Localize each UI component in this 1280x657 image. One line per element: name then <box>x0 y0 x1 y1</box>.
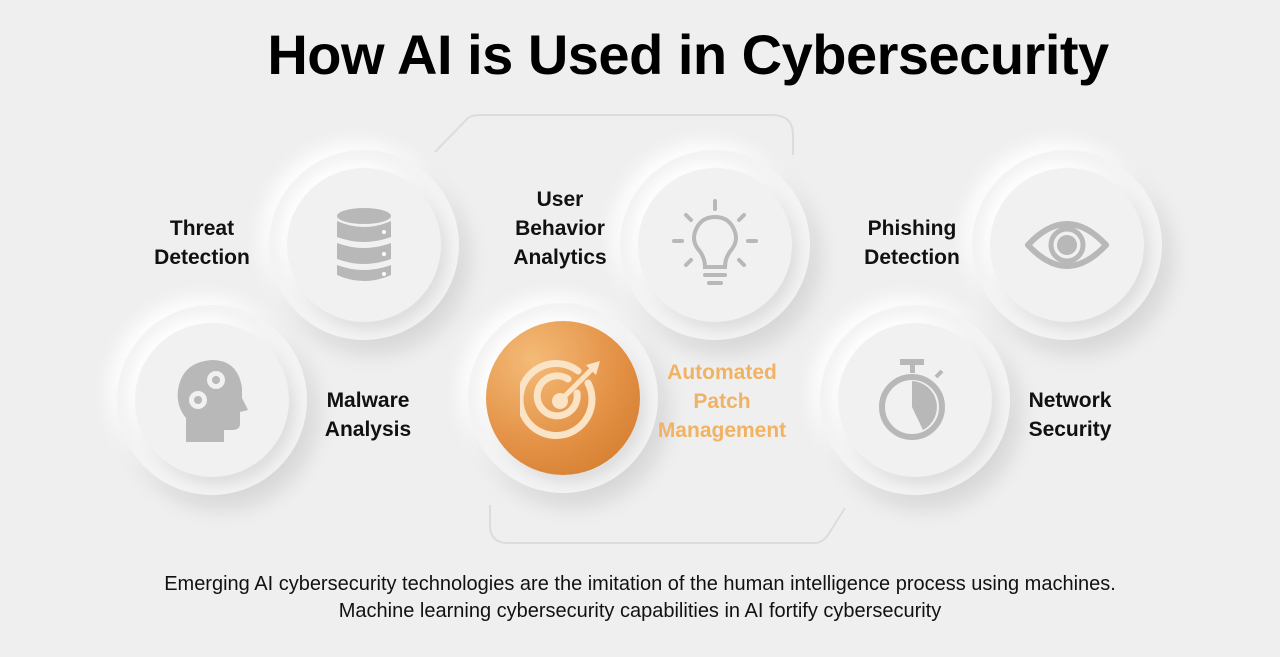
label-line: Analytics <box>513 246 607 269</box>
label-malware-analysis: Malware Analysis <box>278 386 458 444</box>
label-phishing-detection: Phishing Detection <box>822 214 1002 272</box>
label-line: Network <box>1028 389 1112 412</box>
label-threat-detection: Threat Detection <box>112 214 292 272</box>
page-title: How AI is Used in Cybersecurity <box>267 23 1109 86</box>
label-line: Security <box>1028 418 1112 441</box>
caption: Emerging AI cybersecurity technologies a… <box>0 571 1280 625</box>
head-gears-icon <box>177 360 248 442</box>
caption-line: Emerging AI cybersecurity technologies a… <box>164 573 1116 595</box>
node-automated-patch-management <box>468 303 658 493</box>
label-line: Threat <box>169 217 235 240</box>
label-automated-patch-management: Automated Patch Management <box>632 358 812 445</box>
label-line: User <box>536 188 584 211</box>
lightbulb-icon <box>672 199 758 285</box>
label-line: Management <box>657 419 787 442</box>
target-icon <box>520 360 600 439</box>
stopwatch-icon <box>879 359 945 440</box>
eye-icon <box>1025 221 1109 269</box>
node-malware-analysis <box>117 305 307 495</box>
label-line: Analysis <box>324 418 412 441</box>
label-line: Phishing <box>867 217 957 240</box>
label-line: Malware <box>326 389 410 412</box>
node-user-behavior-analytics <box>620 150 810 340</box>
node-network-security <box>820 305 1010 495</box>
label-network-security: Network Security <box>980 386 1160 444</box>
label-line: Behavior <box>515 217 605 240</box>
node-threat-detection <box>269 150 459 340</box>
label-user-behavior-analytics: User Behavior Analytics <box>470 185 650 272</box>
node-phishing-detection <box>972 150 1162 340</box>
caption-line: Machine learning cybersecurity capabilit… <box>338 600 942 622</box>
database-icon <box>337 208 391 281</box>
label-line: Automated <box>667 361 777 384</box>
label-line: Detection <box>864 246 960 269</box>
label-line: Detection <box>154 246 250 269</box>
label-line: Patch <box>693 390 751 413</box>
